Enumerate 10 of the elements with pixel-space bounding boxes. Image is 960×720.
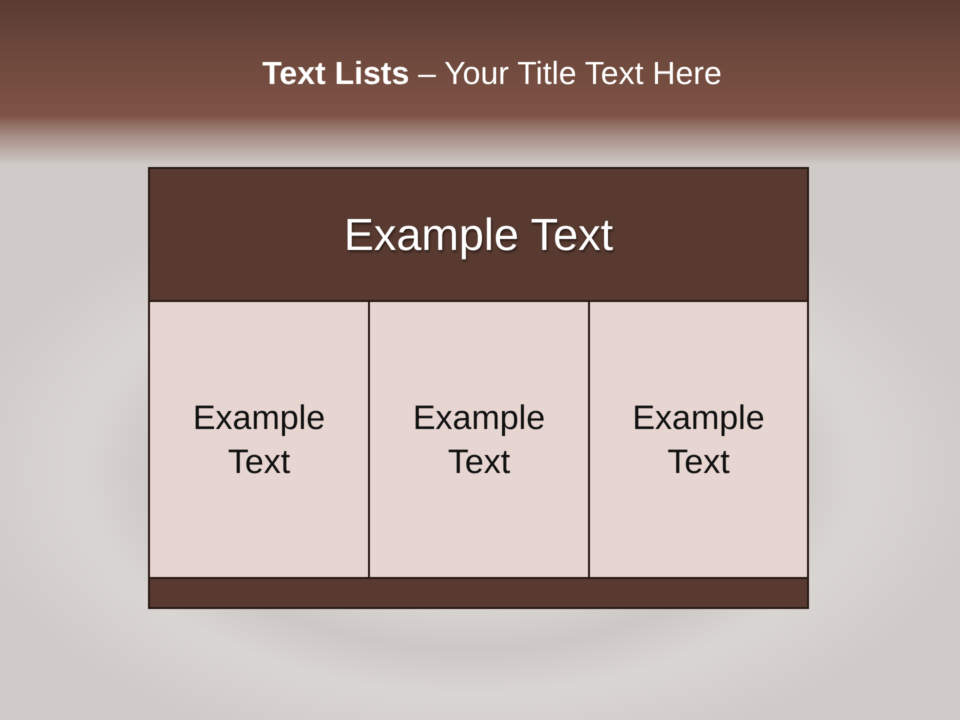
footer-bar: [148, 577, 809, 609]
column-box: [588, 300, 809, 579]
column-text: Example Text: [631, 398, 766, 482]
header-box: [148, 167, 809, 302]
column-box: [148, 300, 370, 579]
slide-title: Text Lists – Your Title Text Here: [262, 55, 722, 91]
header-text: Example Text: [344, 208, 614, 262]
column-text: Example Text: [192, 398, 326, 482]
column-text: Example Text: [412, 398, 546, 482]
column-box: [368, 300, 590, 579]
